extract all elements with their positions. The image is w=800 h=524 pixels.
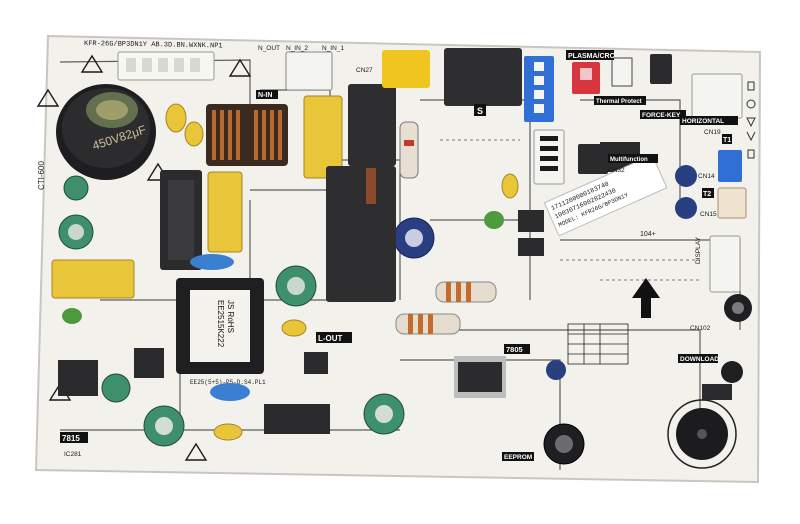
main-capacitor: 450V82μF	[56, 84, 156, 180]
connector-blue	[524, 56, 554, 122]
label-ic281: IC281	[64, 451, 82, 458]
label-n-in-1: N_IN_1	[322, 45, 344, 52]
label-s: S	[477, 106, 483, 116]
relays	[326, 48, 522, 302]
label-cn27: CN27	[356, 67, 373, 74]
label-cn14: CN14	[698, 173, 715, 180]
label-7815: 7815	[62, 434, 80, 443]
connector-white-horizontal	[691, 73, 743, 119]
connector-display	[709, 235, 741, 293]
label-eeprom: EEPROM	[504, 454, 532, 461]
board-model-text: KFR-26G/BP3DN1Y AB.3D.BN.WXNK.NP1	[84, 40, 223, 50]
transformer-text-1: EE25(5+5)-P5-D.S4.PL1	[190, 379, 266, 386]
transformer-text-3: JS RoHS	[226, 300, 235, 333]
label-plasma: PLASMA/CRC	[568, 53, 615, 60]
label-t2: T2	[703, 191, 711, 198]
sticker-line-4: 104+	[640, 231, 656, 238]
connector-cn32	[578, 144, 608, 174]
label-multifunction: Multifunction	[610, 157, 648, 163]
label-force-key: FORCE-KEY	[642, 112, 681, 119]
side-code-text: CTI-600	[37, 161, 46, 190]
label-cn15: CN15	[700, 211, 717, 218]
label-cn102: CN102	[690, 325, 711, 332]
label-7805: 7805	[506, 345, 523, 354]
edge-marks	[746, 81, 756, 159]
label-download: DOWNLOAD	[680, 356, 719, 363]
connector-yellow	[382, 50, 430, 88]
small-ics	[58, 142, 732, 434]
transformer-text-2: EE2515K222	[216, 300, 225, 348]
buzzer	[667, 399, 737, 469]
connector-tan	[717, 187, 747, 219]
connector-n-in	[285, 51, 333, 91]
transformer: EE2515K222 JS RoHS EE25(5+5)-P5-D.S4.PL1	[176, 278, 266, 386]
choke-inductor	[206, 104, 288, 166]
arrow-up-icon	[632, 278, 660, 318]
label-cn19: CN19	[704, 129, 721, 136]
force-key-switch	[650, 54, 672, 84]
label-cn32: CN32	[608, 167, 625, 174]
label-t1: T1	[723, 137, 731, 144]
label-horizontal: HORIZONTAL	[682, 118, 724, 125]
label-display: DISPLAY	[695, 236, 702, 264]
connector-blue-small-1	[718, 150, 742, 182]
label-n-in-2: N_IN_2	[286, 45, 308, 52]
label-thermal: Thermal Protect	[596, 99, 642, 105]
small-capacitors	[58, 165, 752, 465]
dip-table	[567, 323, 629, 365]
yellow-capacitors	[51, 95, 519, 441]
label-n-out: N_OUT	[258, 45, 280, 52]
resistors	[395, 121, 497, 335]
label-n-in: N-IN	[258, 92, 272, 99]
label-l-out: L-OUT	[318, 334, 343, 343]
